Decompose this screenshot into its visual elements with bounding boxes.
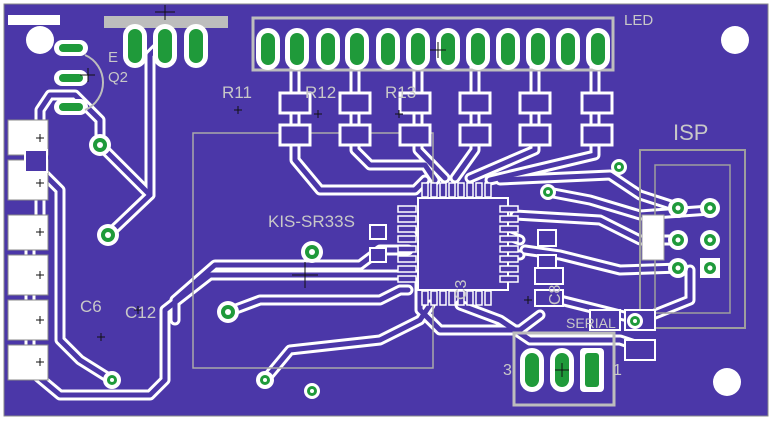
label-r13: R13 xyxy=(385,83,416,102)
r14-pad-bottom xyxy=(458,123,492,147)
isp-key xyxy=(641,214,665,261)
r13-pad-bottom xyxy=(398,123,432,147)
isp-pin-square xyxy=(700,258,720,278)
serial-pad xyxy=(520,348,544,392)
label-q2: Q2 xyxy=(108,69,128,86)
mounting-hole-top-left xyxy=(26,26,54,54)
led-pad xyxy=(406,28,430,70)
r13-pad-top xyxy=(398,91,432,115)
led-pad xyxy=(376,28,400,70)
led-pad xyxy=(256,28,280,70)
led-pad xyxy=(466,28,490,70)
cap-left-2 xyxy=(369,247,387,263)
tht-round-pads xyxy=(89,134,643,399)
serial-pad xyxy=(580,348,604,392)
isp-outline xyxy=(639,149,746,329)
via-pad xyxy=(627,313,643,329)
mcu-pins-bottom xyxy=(421,290,492,306)
isp-pin xyxy=(668,198,688,218)
c8-pad-2 xyxy=(534,289,564,307)
led-pad xyxy=(316,28,340,70)
regulator-pad xyxy=(301,241,323,263)
label-c8: C8 xyxy=(547,284,564,305)
r16-pad-bottom xyxy=(580,123,614,147)
resistor-pads xyxy=(278,91,614,147)
mounting-hole-top-right xyxy=(721,26,749,54)
via-pad xyxy=(97,224,119,246)
via-pad xyxy=(89,134,111,156)
label-r12: R12 xyxy=(305,83,336,102)
q2-header-pads xyxy=(123,24,208,68)
q2-outline xyxy=(84,54,105,111)
r12-pad-bottom xyxy=(338,123,372,147)
via-pad xyxy=(611,159,627,175)
serial-smd-1 xyxy=(589,309,621,331)
led-pad xyxy=(586,28,610,70)
isp-pin xyxy=(668,258,688,278)
label-e: E xyxy=(108,49,118,66)
mcu-pins-top xyxy=(421,182,492,198)
c8-pad-1 xyxy=(534,267,564,285)
via-pad xyxy=(103,371,121,389)
left-pad-3 xyxy=(7,214,49,251)
isp-pin xyxy=(700,198,720,218)
led-pad xyxy=(526,28,550,70)
isp-pin xyxy=(700,230,720,250)
led-header-outline xyxy=(251,16,615,72)
top-left-clearance xyxy=(8,15,60,25)
mcu-pins-left xyxy=(397,205,417,283)
isp-pin xyxy=(668,230,688,250)
r11-pad-top xyxy=(278,91,312,115)
label-c3: C3 xyxy=(453,279,470,300)
smd-caps xyxy=(369,224,656,361)
serial-smd-3 xyxy=(624,339,656,361)
led-pad xyxy=(556,28,580,70)
r11-pad-bottom xyxy=(278,123,312,147)
label-regulator: KIS-SR33S xyxy=(268,212,355,231)
q2-pad xyxy=(123,24,147,68)
label-serial: SERIAL xyxy=(566,315,616,331)
mcu-body xyxy=(417,197,509,291)
mounting-hole-bottom-right xyxy=(713,368,741,396)
q2-transistor-pads xyxy=(54,40,88,115)
label-isp: ISP xyxy=(673,120,708,145)
label-r11: R11 xyxy=(222,83,252,102)
mcu-pins-right xyxy=(499,205,519,283)
q2-pad xyxy=(153,24,177,68)
r15-pad-top xyxy=(518,91,552,115)
q2-pad xyxy=(184,24,208,68)
cap-left-1 xyxy=(369,224,387,240)
r14-pad-top xyxy=(458,91,492,115)
via-pad xyxy=(217,301,239,323)
mounting-holes xyxy=(26,26,749,396)
led-header-pads xyxy=(256,28,610,70)
led-pad xyxy=(285,28,309,70)
r16-pad-top xyxy=(580,91,614,115)
r12-pad-top xyxy=(338,91,372,115)
isp-pads xyxy=(668,198,720,278)
left-smd-pad xyxy=(24,149,48,173)
label-pin3: 3 xyxy=(503,362,512,379)
mcu-chip xyxy=(397,182,519,306)
label-c6: C6 xyxy=(80,297,102,316)
led-pad xyxy=(496,28,520,70)
r15-pad-bottom xyxy=(518,123,552,147)
label-pin1: 1 xyxy=(613,362,622,379)
via-pad xyxy=(304,383,320,399)
crosshair-markers xyxy=(36,5,569,377)
led-pad xyxy=(436,28,460,70)
serial-header-outline xyxy=(512,331,616,407)
label-led: LED xyxy=(624,12,653,29)
via-pad xyxy=(540,184,556,200)
via-pad xyxy=(256,371,274,389)
label-c12: C12 xyxy=(125,303,156,322)
led-pad xyxy=(345,28,369,70)
cap-right-1 xyxy=(537,229,557,247)
